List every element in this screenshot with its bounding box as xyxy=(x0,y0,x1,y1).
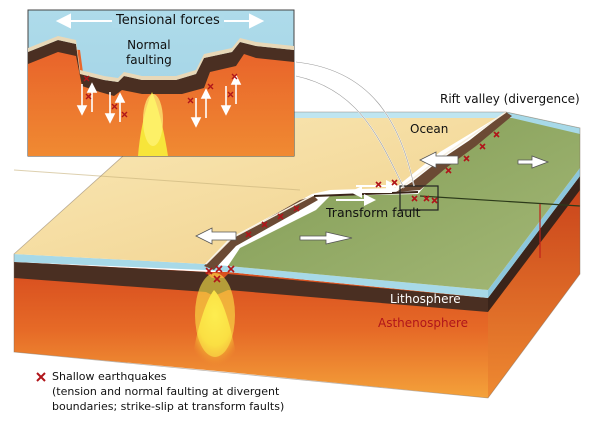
quake-mark xyxy=(215,265,223,273)
lithosphere-label: Lithosphere xyxy=(390,292,461,306)
quake-mark xyxy=(445,167,452,174)
asthenosphere-label: Asthenosphere xyxy=(378,316,469,330)
quake-mark xyxy=(423,195,430,202)
transform-arrows xyxy=(336,180,398,206)
legend-line-3: boundaries; strike-slip at transform fau… xyxy=(52,400,285,413)
quake-mark xyxy=(227,265,235,273)
quake-mark xyxy=(463,155,470,162)
tensional-forces-label: Tensional forces xyxy=(112,14,224,28)
quake-mark xyxy=(277,213,284,220)
quake-mark xyxy=(391,179,398,186)
earthquake-markers xyxy=(205,131,500,283)
quake-mark xyxy=(293,205,300,212)
ocean-label: Ocean xyxy=(410,122,449,136)
inset-panel xyxy=(27,9,295,157)
arrow-left-upper xyxy=(419,151,459,169)
quake-mark xyxy=(493,131,500,138)
quake-mark xyxy=(479,143,486,150)
quake-mark xyxy=(375,181,382,188)
arrow-left-lower xyxy=(195,227,237,245)
quake-mark xyxy=(245,231,252,238)
legend-title: Shallow earthquakes xyxy=(52,370,167,383)
inset-quake-marks xyxy=(83,73,238,118)
rift-ridge-upper xyxy=(396,112,512,192)
arrow-right-lower xyxy=(299,231,353,245)
arrow-right-upper xyxy=(517,155,550,169)
legend-line-2: (tension and normal faulting at divergen… xyxy=(52,385,280,398)
quake-mark xyxy=(411,195,418,202)
lithosphere-band xyxy=(14,262,488,312)
right-face xyxy=(488,176,580,398)
quake-mark xyxy=(205,267,213,275)
right-plate xyxy=(228,112,580,290)
quake-mark xyxy=(261,221,268,228)
quake-mark xyxy=(431,197,438,204)
rift-valley-label: Rift valley (divergence) xyxy=(440,92,580,106)
inset-highlight-box xyxy=(399,185,439,211)
transform-fault-label: Transform fault xyxy=(326,205,421,220)
legend-quake-icon xyxy=(36,372,46,382)
rift-ridge-lower xyxy=(204,196,318,270)
plate-motion-arrows xyxy=(195,151,550,245)
normal-faulting-label: Normal faulting xyxy=(126,38,172,67)
quake-mark xyxy=(213,275,221,283)
